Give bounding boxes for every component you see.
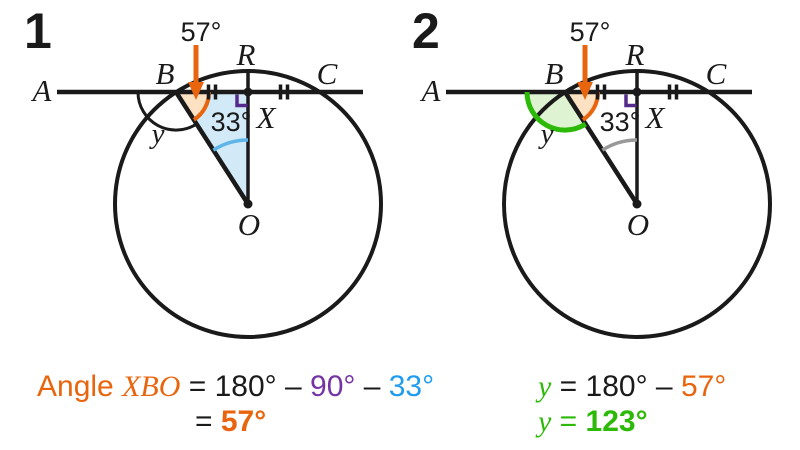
figure-1-working: Angle XBO = 180° – 90° – 33° = 57°: [37, 369, 434, 439]
tick-marks-xc: [278, 84, 290, 100]
term-33: 33°: [388, 370, 435, 403]
point-o-dot: [632, 199, 642, 209]
angle-33-label: 33°: [600, 107, 641, 137]
figure-2-diagram: 57° A B R C X O y 33°: [420, 17, 772, 339]
point-x-dot: [243, 87, 253, 97]
angle-var-xbo: XBO: [122, 370, 181, 403]
point-r-label: R: [236, 37, 256, 72]
angle-y-label: y: [149, 118, 165, 150]
equals-sign: =: [195, 405, 221, 438]
angle-57-label: 57°: [570, 17, 611, 47]
angle-y-arc: [524, 91, 587, 133]
result-57: 57°: [220, 405, 267, 438]
point-x-label: X: [644, 100, 666, 135]
point-x-dot: [632, 87, 642, 97]
var-y: y: [538, 405, 552, 438]
point-r-label: R: [625, 37, 645, 72]
formula-1-line-1: Angle XBO = 180° – 90° – 33°: [37, 369, 434, 404]
figure-1-number: 1: [24, 3, 52, 59]
tick-marks-bx: [206, 84, 218, 100]
var-y: y: [538, 370, 552, 403]
formula-2-line-2: y = 123°: [538, 404, 726, 439]
angle-word: Angle: [37, 370, 123, 403]
point-b-label: B: [545, 56, 564, 91]
point-c-label: C: [317, 56, 338, 91]
point-a-label: A: [31, 73, 53, 108]
term-57: 57°: [680, 370, 727, 403]
angle-33-arc: [212, 138, 249, 152]
equals-180: = 180° –: [180, 370, 311, 403]
tick-marks-bx: [595, 84, 607, 100]
point-o-label: O: [627, 207, 649, 242]
point-a-label: A: [420, 73, 442, 108]
figure-1-diagram: 57° A B R C X O y 33°: [31, 17, 383, 339]
radius-bo-line: [174, 90, 250, 206]
equals-sign: =: [551, 405, 586, 438]
formula-1-line-2: = 57°: [195, 404, 434, 439]
right-angle-marker: [235, 94, 248, 108]
down-arrow-icon: [188, 45, 204, 100]
angle-33-label: 33°: [211, 107, 252, 137]
minus-sign: –: [355, 370, 389, 403]
point-o-label: O: [238, 207, 260, 242]
point-c-label: C: [706, 56, 727, 91]
down-arrow-icon: [577, 45, 593, 100]
point-b-label: B: [156, 56, 175, 91]
formula-2-line-1: y = 180° – 57°: [538, 369, 726, 404]
figure-2-number: 2: [412, 3, 440, 59]
point-x-label: X: [255, 100, 277, 135]
angle-33-arc: [601, 138, 638, 152]
figure-2-working: y = 180° – 57° y = 123°: [538, 369, 726, 439]
angle-y-label: y: [538, 118, 554, 150]
right-angle-marker: [624, 94, 637, 108]
equals-180: = 180° –: [551, 370, 681, 403]
point-o-dot: [243, 199, 253, 209]
term-90: 90°: [310, 370, 356, 403]
result-123: 123°: [585, 405, 648, 438]
angle-y-arc: [136, 91, 198, 132]
angle-57-label: 57°: [181, 17, 222, 47]
radius-bo-line: [563, 90, 639, 206]
tick-marks-xc: [667, 84, 679, 100]
